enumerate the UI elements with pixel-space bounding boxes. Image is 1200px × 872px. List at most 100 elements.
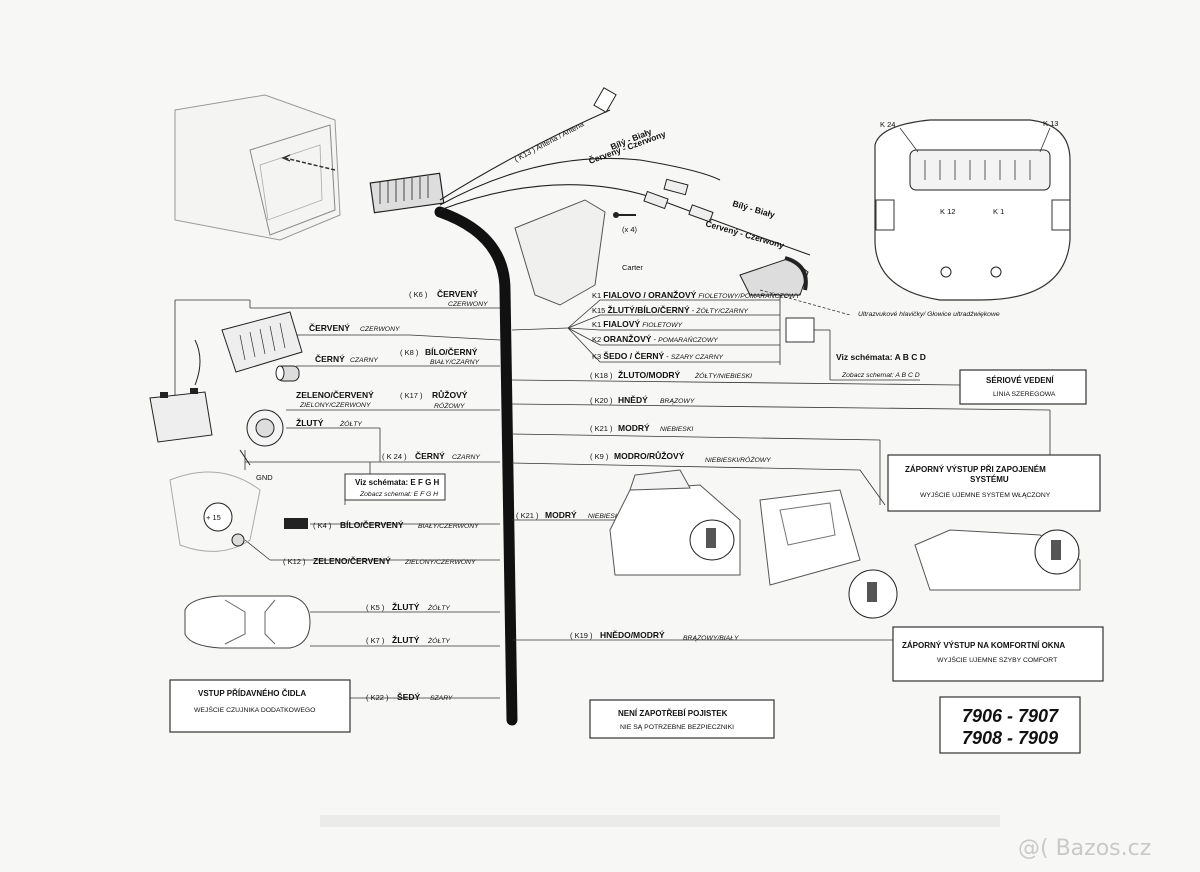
no-fuses-box: NENÍ ZAPOTŘEBÍ POJISTEK NIE SĄ POTRZEBNE… [589, 699, 775, 739]
k6-code: ( K6 ) [409, 290, 428, 299]
svg-text:K1 FIALOVÝ FIOLETOWY: K1 FIALOVÝ FIOLETOWY [592, 318, 683, 329]
car-top-view-illustration [184, 595, 311, 649]
k17-cs: RŮŽOVÝ [432, 389, 468, 400]
door-switch-icon [284, 518, 308, 529]
k18-cs: ŽLUTO/MODRÝ [618, 369, 681, 380]
k6-pl: CZERWONY [448, 301, 488, 308]
negative-windows-box: ZÁPORNÝ VÝSTUP NA KOMFORTNÍ OKNA WYJŚCIE… [892, 626, 1104, 682]
k9-code: ( K9 ) [590, 452, 609, 461]
k12-sensor-label: K 12 [940, 207, 955, 216]
k24-cs: ČERNÝ [415, 450, 445, 461]
serial-box: SÉRIOVÉ VEDENÍ LINIA SZEREGOWA [959, 369, 1087, 405]
ultrasonic-head [739, 256, 851, 316]
k21b-cs: MODRÝ [545, 509, 577, 520]
svg-text:WYJŚCIE UJEMNE SYSTEM WŁĄCZONY: WYJŚCIE UJEMNE SYSTEM WŁĄCZONY [920, 490, 1051, 499]
svg-text:NIE SĄ POTRZEBNE BEZPIECZNIKI: NIE SĄ POTRZEBNE BEZPIECZNIKI [620, 724, 734, 731]
k12-code: ( K12 ) [283, 557, 306, 566]
control-unit-illustration [174, 94, 341, 241]
main-harness [434, 206, 518, 726]
relay-module [221, 311, 303, 373]
harness-connector [369, 172, 445, 214]
led-indicator [275, 365, 300, 382]
left-wires [174, 299, 501, 699]
k24-code: ( K 24 ) [382, 452, 407, 461]
model-line-1: 7906 - 7907 [962, 706, 1059, 726]
k24-pl: CZARNY [452, 454, 480, 461]
right-wires [511, 379, 1051, 641]
sensor-cables [439, 87, 811, 256]
green-red-pl: ZIELONY/CZERWONY [299, 402, 371, 409]
k19-pl: BRĄZOWY/BIAŁY [683, 635, 739, 642]
svg-text:K1 FIALOVO / ORANŽOVÝ FIOLETOW: K1 FIALOVO / ORANŽOVÝ FIOLETOWY/POMARAŃC… [592, 289, 800, 300]
svg-text:K15 ŽLUTÝ/BÍLO/ČERNÝ - ŻÓŁTY/C: K15 ŽLUTÝ/BÍLO/ČERNÝ - ŻÓŁTY/CZARNY [592, 304, 749, 315]
svg-text:ZÁPORNÝ VÝSTUP PŘI ZAPOJENÉM: ZÁPORNÝ VÝSTUP PŘI ZAPOJENÉM [905, 465, 1046, 474]
siren [239, 409, 284, 466]
bracket-plate [514, 199, 606, 306]
black-pl: CZARNY [350, 357, 378, 364]
k19-cs: HNĚDO/MODRÝ [600, 629, 665, 640]
k18-code: ( K18 ) [590, 371, 613, 380]
k4-cs: BÍLO/ČERVENÝ [340, 519, 404, 530]
k4-code: ( K4 ) [313, 521, 332, 530]
k24-sensor-label: K 24 [880, 120, 895, 129]
k17-pl: RÓŻOWY [434, 401, 465, 410]
red-cs: ČERVENÝ [309, 322, 350, 333]
k19-code: ( K19 ) [570, 631, 593, 640]
k-wire-labels: K1 FIALOVO / ORANŽOVÝ FIOLETOWY/POMARAŃC… [592, 289, 800, 361]
svg-text:SYSTÉMU: SYSTÉMU [970, 475, 1009, 484]
k17-code: ( K17 ) [400, 391, 423, 400]
k18-pl: ŻÓŁTY/NIEBIESKI [694, 371, 752, 380]
k22-code: ( K22 ) [366, 693, 389, 702]
k22-pl: SZARY [430, 695, 453, 702]
trunk-illustration [609, 469, 741, 576]
k8-pl: BIAŁY/CZARNY [430, 359, 480, 366]
screw-icon [613, 212, 636, 218]
k20-pl: BRĄZOWY [660, 398, 695, 405]
model-line-2: 7908 - 7909 [962, 728, 1058, 748]
red-wire-label: Červený - Czerwony [587, 128, 667, 166]
white-wire-label-2: Bílý - Biały [731, 198, 776, 220]
yellow-cs: ŽLUTÝ [296, 417, 324, 428]
watermark: @( Bazos.cz [1018, 836, 1151, 861]
k7-code: ( K7 ) [366, 636, 385, 645]
gnd-label: GND [256, 473, 273, 482]
k9-pl: NIEBIESKI/RÓŻOWY [705, 455, 771, 464]
black-cs: ČERNÝ [315, 353, 345, 364]
sensor-input-box: VSTUP PŘÍDAVNÉHO ČIDLA WEJŚCIE CZUJNIKA … [169, 679, 351, 733]
k5-pl: ŻÓŁTY [427, 603, 450, 612]
k8-code: ( K8 ) [400, 348, 419, 357]
svg-text:WYJŚCIE UJEMNE SZYBY COMFORT: WYJŚCIE UJEMNE SZYBY COMFORT [937, 655, 1057, 664]
k8-cs: BÍLO/ČERNÝ [425, 346, 478, 357]
hood-illustration [914, 529, 1081, 591]
negative-system-box: ZÁPORNÝ VÝSTUP PŘI ZAPOJENÉM SYSTÉMU WYJ… [887, 454, 1101, 512]
svg-text:ZÁPORNÝ VÝSTUP NA KOMFORTNÍ OK: ZÁPORNÝ VÝSTUP NA KOMFORTNÍ OKNA [902, 641, 1065, 650]
svg-text:WEJŚCIE CZUJNIKA DODATKOWEGO: WEJŚCIE CZUJNIKA DODATKOWEGO [194, 705, 315, 714]
k21a-cs: MODRÝ [618, 422, 650, 433]
k12-cs: ZELENO/ČERVENÝ [313, 555, 391, 566]
screw-count: (x 4) [622, 225, 638, 234]
svg-text:VSTUP PŘÍDAVNÉHO ČIDLA: VSTUP PŘÍDAVNÉHO ČIDLA [198, 689, 306, 698]
plus15-label: + 15 [206, 513, 221, 522]
sensor-panel [874, 119, 1071, 301]
k21b-pl: NIEBIESKI [588, 513, 621, 520]
antenna-label: ( K13 ) Anténa / Antena [513, 119, 586, 164]
k-wire-fan [511, 295, 920, 381]
schema-abcd-label: Viz schémata: A B C D [836, 352, 926, 362]
k13-sensor-label: K 13 [1043, 119, 1058, 128]
k21b-code: ( K21 ) [516, 511, 539, 520]
k12-pl: ZIELONY/CZERWONY [404, 559, 476, 566]
k7-pl: ŻÓŁTY [427, 636, 450, 645]
ultrasonic-caption: Ultrazvukové hlavičky/ Głowice ultradźwi… [858, 311, 1000, 318]
carter-label: Carter [622, 263, 643, 272]
red-pl: CZERWONY [360, 326, 400, 333]
k20-code: ( K20 ) [590, 396, 613, 405]
k5-cs: ŽLUTÝ [392, 601, 420, 612]
k22-cs: ŠEDÝ [397, 691, 420, 702]
schema-efgh-pl: Zobacz schemat: E F G H [359, 491, 438, 498]
k-wire-1-code: K1 [592, 291, 601, 300]
k9-cs: MODRO/RŮŽOVÝ [614, 450, 685, 461]
yellow-pl: ŻÓŁTY [339, 419, 362, 428]
ignition-illustration [169, 471, 261, 552]
door-illustration [759, 489, 898, 619]
